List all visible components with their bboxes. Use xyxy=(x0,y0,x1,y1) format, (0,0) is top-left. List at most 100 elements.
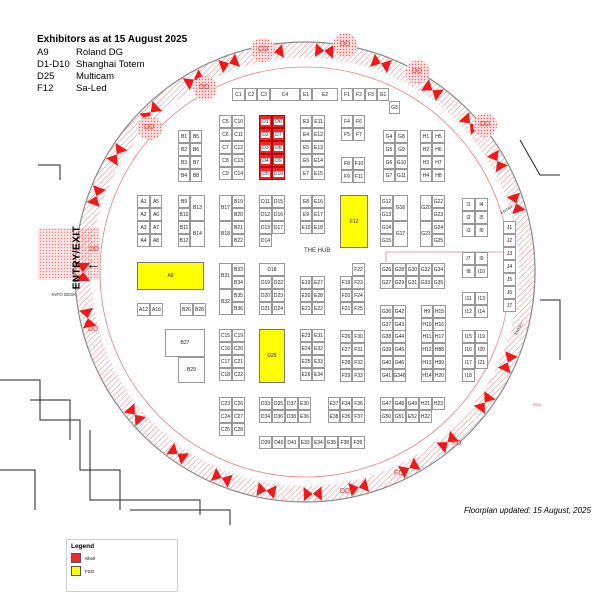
booth-f20[interactable]: F20 xyxy=(340,289,352,302)
booth-d5[interactable]: D5 xyxy=(259,167,272,180)
booth-d21[interactable]: D21 xyxy=(259,302,272,315)
booth-e22[interactable]: E22 xyxy=(312,302,325,315)
booth-d3[interactable]: D3 xyxy=(259,141,272,154)
booth-g30[interactable]: G30 xyxy=(406,263,419,276)
booth-g6[interactable]: G6 xyxy=(383,156,395,169)
booth-i9[interactable]: I9 xyxy=(475,252,488,265)
booth-d16[interactable]: D16 xyxy=(272,208,285,221)
booth-g7[interactable]: G7 xyxy=(383,169,395,182)
booth-f31[interactable]: F31 xyxy=(352,343,365,356)
booth-d18[interactable]: D18 xyxy=(259,263,285,276)
booth-h21[interactable]: H21 xyxy=(419,397,432,410)
booth-e2[interactable]: E2 xyxy=(312,88,338,101)
booth-b18[interactable]: B18 xyxy=(219,221,232,247)
booth-e20[interactable]: E20 xyxy=(300,289,312,302)
booth-g8[interactable]: G8 xyxy=(395,130,408,143)
booth-c12[interactable]: C12 xyxy=(232,141,245,154)
booth-d35[interactable]: D35 xyxy=(272,397,285,410)
booth-c18[interactable]: C18 xyxy=(219,368,232,381)
booth-g11[interactable]: G11 xyxy=(395,169,408,182)
booth-c13[interactable]: C13 xyxy=(232,154,245,167)
booth-g31[interactable]: G31 xyxy=(406,276,419,289)
booth-g13[interactable]: G13 xyxy=(380,208,393,221)
booth-h20[interactable]: H20 xyxy=(433,369,446,382)
booth-i12[interactable]: I12 xyxy=(462,305,475,318)
booth-e35[interactable]: E35 xyxy=(325,436,339,449)
booth-a5[interactable]: A5 xyxy=(150,195,162,208)
booth-g21[interactable]: G21 xyxy=(420,221,432,247)
booth-d8[interactable]: D8 xyxy=(272,141,285,154)
booth-g40[interactable]: G40 xyxy=(380,356,393,369)
booth-g14[interactable]: G14 xyxy=(380,221,393,234)
booth-e23[interactable]: E23 xyxy=(300,329,312,342)
booth-c16[interactable]: C16 xyxy=(219,342,232,355)
booth-f9[interactable]: F9 xyxy=(341,170,353,183)
booth-b22[interactable]: B22 xyxy=(232,234,245,247)
booth-d4[interactable]: D4 xyxy=(259,154,272,167)
booth-h17[interactable]: H17 xyxy=(433,330,446,343)
booth-g9[interactable]: G9 xyxy=(395,143,408,156)
booth-g29[interactable]: G29 xyxy=(393,276,406,289)
booth-f5[interactable]: F5 xyxy=(341,128,353,141)
booth-j5[interactable]: J5 xyxy=(503,273,516,286)
booth-d33[interactable]: D33 xyxy=(259,397,272,410)
booth-h22[interactable]: H22 xyxy=(419,410,432,423)
booth-i16[interactable]: I16 xyxy=(462,343,475,356)
booth-b20[interactable]: B20 xyxy=(232,208,245,221)
booth-b13[interactable]: B13 xyxy=(190,195,205,221)
booth-d37[interactable]: D37 xyxy=(285,397,298,410)
booth-g5[interactable]: G5 xyxy=(383,143,395,156)
booth-b21[interactable]: B21 xyxy=(232,221,245,234)
booth-h23[interactable]: H23 xyxy=(432,397,445,410)
booth-b17[interactable]: B17 xyxy=(219,195,232,221)
booth-f2[interactable]: F2 xyxy=(353,88,365,101)
booth-g346[interactable]: G346 xyxy=(393,369,406,382)
booth-g3[interactable]: G3 xyxy=(389,101,400,114)
booth-e19[interactable]: E19 xyxy=(300,276,312,289)
booth-c8[interactable]: C8 xyxy=(219,154,232,167)
booth-e18[interactable]: E18 xyxy=(312,221,325,234)
booth-b2[interactable]: B2 xyxy=(178,143,190,156)
booth-g51[interactable]: G51 xyxy=(393,410,406,423)
booth-h14[interactable]: H14 xyxy=(421,369,433,382)
booth-f4[interactable]: F4 xyxy=(341,115,353,128)
booth-a6[interactable]: A6 xyxy=(150,208,162,221)
booth-e52[interactable]: E52 xyxy=(406,410,419,423)
booth-g36[interactable]: G36 xyxy=(380,305,393,318)
booth-h3[interactable]: H3 xyxy=(420,156,432,169)
booth-d36[interactable]: D36 xyxy=(272,410,285,423)
booth-c26[interactable]: C26 xyxy=(232,397,245,410)
booth-i14[interactable]: I14 xyxy=(475,305,488,318)
booth-e14[interactable]: E14 xyxy=(312,154,325,167)
booth-f28[interactable]: F28 xyxy=(340,356,352,369)
booth-e28[interactable]: E28 xyxy=(312,289,325,302)
booth-i21[interactable]: I21 xyxy=(475,356,488,369)
booth-h13[interactable]: H13 xyxy=(421,356,433,369)
booth-h11[interactable]: H11 xyxy=(421,330,433,343)
booth-d9[interactable]: D9 xyxy=(272,154,285,167)
booth-f29[interactable]: F29 xyxy=(340,369,352,382)
booth-d14[interactable]: D14 xyxy=(259,234,272,247)
booth-f35[interactable]: F35 xyxy=(340,410,352,423)
booth-i17[interactable]: I17 xyxy=(462,356,475,369)
booth-b6[interactable]: B6 xyxy=(190,143,202,156)
booth-f8[interactable]: F8 xyxy=(341,157,353,170)
booth-f26[interactable]: F26 xyxy=(340,330,352,343)
booth-c17[interactable]: C17 xyxy=(219,355,232,368)
booth-i15[interactable]: I15 xyxy=(462,330,475,343)
booth-d13[interactable]: D13 xyxy=(259,221,272,234)
booth-j4[interactable]: J4 xyxy=(503,260,516,273)
booth-b32[interactable]: B32 xyxy=(219,289,232,315)
booth-h6[interactable]: H6 xyxy=(432,143,445,156)
booth-f7[interactable]: F7 xyxy=(353,128,365,141)
booth-g4[interactable]: G4 xyxy=(383,130,395,143)
booth-b7[interactable]: B7 xyxy=(190,156,202,169)
booth-e33b[interactable]: E33 xyxy=(298,436,312,449)
booth-g12[interactable]: G12 xyxy=(380,195,393,208)
booth-b3[interactable]: B3 xyxy=(178,156,190,169)
booth-b9[interactable]: B9 xyxy=(178,195,190,208)
booth-g47[interactable]: G47 xyxy=(380,397,393,410)
booth-c2[interactable]: C2 xyxy=(244,88,258,101)
booth-d39[interactable]: D39 xyxy=(259,436,273,449)
booth-e27[interactable]: E27 xyxy=(312,276,325,289)
